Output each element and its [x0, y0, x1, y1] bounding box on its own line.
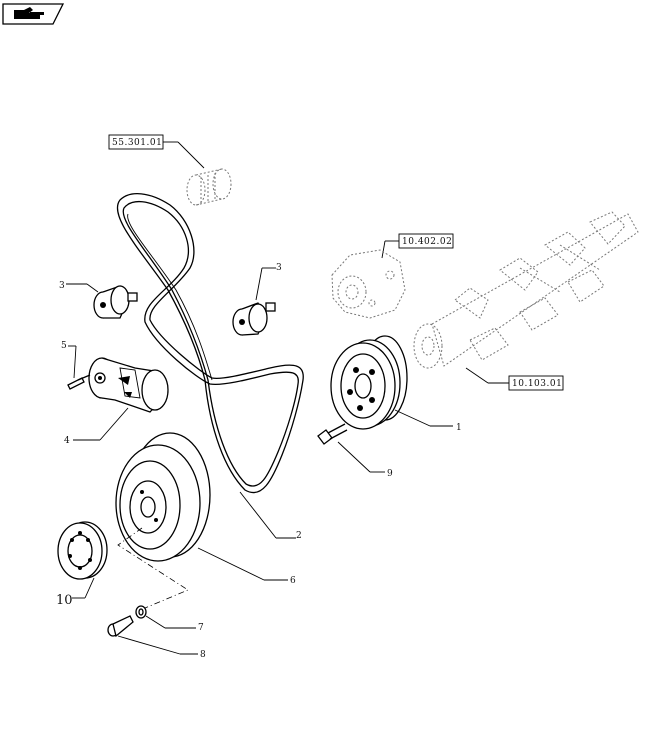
callout-9: 9 [387, 469, 393, 479]
vibration-damper [115, 432, 288, 581]
phantom-water-pump [331, 249, 406, 319]
hand-pointer-icon [14, 7, 44, 19]
belt-tensioner [73, 357, 169, 441]
callout-4: 4 [64, 436, 70, 446]
reference-label: 55.301.01 [112, 138, 162, 148]
phantom-idler-pulley [186, 168, 232, 206]
callout-7: 7 [198, 623, 204, 633]
idler-pulley-right [232, 267, 276, 336]
crankshaft-pulley [330, 335, 453, 430]
nav-badge[interactable] [2, 3, 65, 25]
assembly-axis [117, 527, 189, 609]
callout-3-left: 3 [59, 281, 65, 291]
callout-10: 10 [56, 593, 73, 608]
reference-label: 10.103.01 [512, 379, 562, 389]
phantom-crankshaft [413, 211, 639, 369]
poly-v-belt [116, 193, 304, 494]
reference-box-10-103-01[interactable]: 10.103.01 [465, 367, 564, 391]
washer [135, 605, 196, 629]
pulley-hub-flange [57, 521, 108, 599]
callout-3-right: 3 [276, 263, 282, 273]
pulley-bolt [317, 423, 385, 473]
reference-label: 10.402.02 [402, 237, 452, 247]
callout-5: 5 [61, 341, 67, 351]
damper-bolt [107, 615, 198, 655]
reference-box-10-402-02[interactable]: 10.402.02 [381, 233, 454, 259]
callout-8: 8 [200, 650, 206, 660]
reference-box-55-301-01[interactable]: 55.301.01 [108, 134, 205, 169]
idler-pulley-left [66, 283, 138, 319]
callout-6: 6 [290, 576, 296, 586]
callout-2: 2 [296, 531, 302, 541]
callout-1: 1 [456, 423, 462, 433]
tensioner-bolt [67, 345, 91, 390]
